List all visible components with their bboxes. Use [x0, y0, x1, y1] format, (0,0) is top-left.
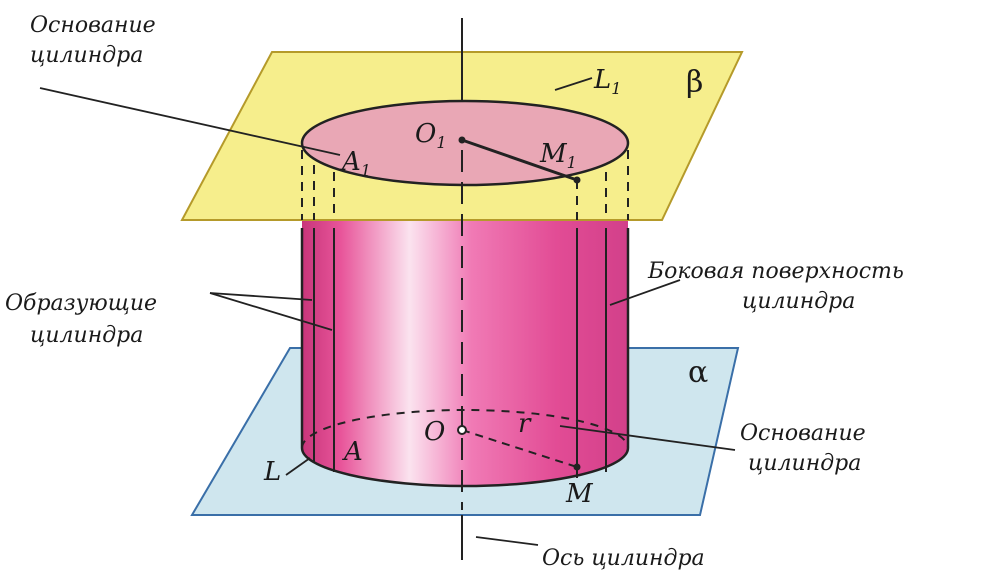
label-a1-letter: A [340, 147, 361, 177]
label-l1: L1 [593, 65, 621, 98]
label-m1: M1 [539, 139, 577, 172]
top-base-disk [300, 99, 630, 187]
hidden-generatrices [301, 150, 629, 220]
label-l: L [263, 457, 281, 487]
label-m1-letter: M [539, 139, 568, 169]
label-lateral-1: Боковая поверхность [647, 259, 904, 284]
radius-bottom [461, 429, 578, 468]
point-o1-dot [458, 136, 466, 144]
label-m1-sub: 1 [567, 153, 577, 172]
label-top-base-2: цилиндра [30, 43, 143, 68]
label-o: O [424, 417, 445, 447]
point-m-dot [573, 463, 581, 471]
label-generatrices-2: цилиндра [30, 323, 143, 348]
label-beta: β [686, 65, 703, 100]
label-o1-letter: O [415, 119, 436, 149]
label-l1-letter: L [593, 65, 611, 95]
label-alpha: α [688, 355, 708, 390]
label-o1-sub: 1 [436, 133, 446, 152]
label-bottom-base-2: цилиндра [748, 451, 861, 476]
label-a: A [342, 437, 363, 467]
label-bottom-base-1: Основание [740, 421, 866, 446]
label-l1-sub: 1 [611, 79, 621, 98]
label-lateral-2: цилиндра [742, 289, 855, 314]
lateral-surface [302, 145, 628, 486]
point-o-dot [457, 425, 467, 435]
label-top-base-1: Основание [30, 13, 156, 38]
point-m1-dot [573, 176, 581, 184]
label-o1: O1 [415, 119, 447, 152]
label-axis: Ось цилиндра [542, 546, 705, 571]
label-m: M [565, 479, 594, 509]
label-generatrices-1: Образующие [5, 291, 157, 316]
label-a1-sub: 1 [361, 161, 371, 180]
leader-lines [39, 77, 736, 546]
radius-top [461, 138, 578, 182]
bottom-base-front [300, 447, 630, 488]
label-a1: A1 [340, 147, 371, 180]
bottom-base-back [301, 409, 629, 449]
label-r: r [518, 409, 532, 439]
